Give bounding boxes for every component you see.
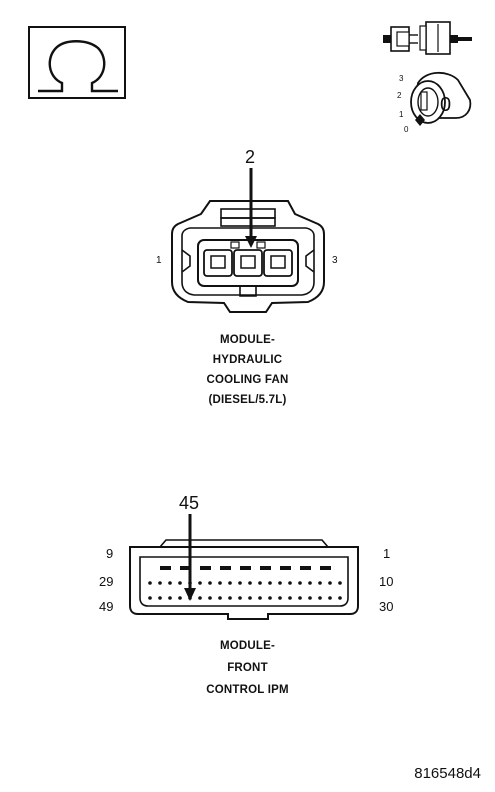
- ipm-caption-line-3: CONTROL IPM: [206, 684, 289, 696]
- ipm-cavity-row1: [220, 566, 231, 570]
- ipm-cavity-row1: [180, 566, 191, 570]
- ipm-cavity-row1: [200, 566, 211, 570]
- ipm-row3-right-label: 30: [379, 599, 394, 614]
- ipm-cavity-row3: [218, 596, 222, 600]
- ipm-cavity-row3: [328, 596, 332, 600]
- ipm-cavity-row3: [228, 596, 232, 600]
- ipm-cavity-row3: [238, 596, 242, 600]
- ipm-cavity-row2: [258, 581, 262, 585]
- ipm-caption-line-2: FRONT: [227, 662, 268, 674]
- ipm-cavity-row2: [178, 581, 182, 585]
- ipm-cavity-row3: [258, 596, 262, 600]
- ipm-connector-caption: MODULE- FRONT CONTROL IPM: [0, 635, 495, 701]
- fan-caption-line-3: COOLING FAN: [206, 374, 289, 386]
- ipm-cavity-row2: [148, 581, 152, 585]
- ipm-cavity-row1: [240, 566, 251, 570]
- ipm-cavity-row3: [168, 596, 172, 600]
- fan-pin-3-label: 3: [332, 255, 338, 266]
- ipm-cavity-row3: [178, 596, 182, 600]
- ipm-caption-line-1: MODULE-: [219, 640, 276, 652]
- fan-terminal-3: [263, 249, 293, 277]
- fan-pin-1-label: 1: [156, 255, 162, 266]
- ipm-cavity-row3: [318, 596, 322, 600]
- ipm-cavity-row2: [298, 581, 302, 585]
- fan-connector-caption: MODULE- HYDRAULIC COOLING FAN (DIESEL/5.…: [0, 330, 495, 410]
- ipm-cavity-row3: [148, 596, 152, 600]
- fan-pin-2-label: 2: [245, 147, 256, 167]
- fan-terminal-1: [203, 249, 233, 277]
- ipm-row1-left-label: 9: [106, 546, 114, 561]
- fan-caption-line-4: (DIESEL/5.7L): [208, 394, 287, 406]
- ipm-cavity-row2: [318, 581, 322, 585]
- ipm-cavity-row3: [268, 596, 272, 600]
- ipm-pin-45-label: 45: [179, 493, 200, 513]
- ignition-key-position-label: 0: [440, 94, 452, 116]
- ignition-position-0: 0: [404, 125, 409, 134]
- ipm-cavity-row2: [158, 581, 162, 585]
- ohmmeter-symbol-box: [28, 26, 126, 99]
- ipm-cavity-row3: [338, 596, 342, 600]
- ipm-cavity-row1: [160, 566, 171, 570]
- ipm-cavity-row2: [328, 581, 332, 585]
- ipm-row3-left-label: 49: [99, 599, 114, 614]
- ipm-cavity-row3: [208, 596, 212, 600]
- ipm-cavity-row3: [158, 596, 162, 600]
- ipm-cavity-row2: [288, 581, 292, 585]
- ignition-position-3: 3: [399, 74, 404, 83]
- ipm-cavity-row1: [260, 566, 271, 570]
- ipm-row2-right-label: 10: [379, 574, 394, 589]
- ipm-row2-left-label: 29: [99, 574, 114, 589]
- ignition-position-1: 1: [399, 110, 404, 119]
- ipm-row1-right-label: 1: [383, 546, 391, 561]
- fan-terminal-2: [233, 249, 263, 277]
- ipm-cavity-row2: [308, 581, 312, 585]
- ipm-cavity-row3: [308, 596, 312, 600]
- ipm-cavity-row2: [338, 581, 342, 585]
- ipm-cavity-row2: [218, 581, 222, 585]
- fan-caption-line-1: MODULE-: [219, 334, 276, 346]
- ipm-cavity-row2: [168, 581, 172, 585]
- fan-caption-line-2: HYDRAULIC: [212, 354, 283, 366]
- ipm-cavity-row2: [248, 581, 252, 585]
- ipm-cavity-row3: [288, 596, 292, 600]
- ipm-cavity-row2: [278, 581, 282, 585]
- ipm-cavity-row2: [208, 581, 212, 585]
- ipm-cavity-row1: [300, 566, 311, 570]
- ipm-cavity-row2: [238, 581, 242, 585]
- ipm-cavity-row3: [278, 596, 282, 600]
- ipm-cavity-row2: [228, 581, 232, 585]
- figure-id: 816548d4: [414, 765, 481, 782]
- ipm-cavity-row3: [248, 596, 252, 600]
- ipm-cavity-row2: [198, 581, 202, 585]
- ipm-cavity-row3: [198, 596, 202, 600]
- ipm-cavity-row3: [298, 596, 302, 600]
- ignition-position-2: 2: [397, 91, 402, 100]
- ipm-cavity-row1: [280, 566, 291, 570]
- ipm-cavity-row2: [268, 581, 272, 585]
- ipm-cavity-row1: [320, 566, 331, 570]
- ohm-symbol-icon: [38, 40, 118, 93]
